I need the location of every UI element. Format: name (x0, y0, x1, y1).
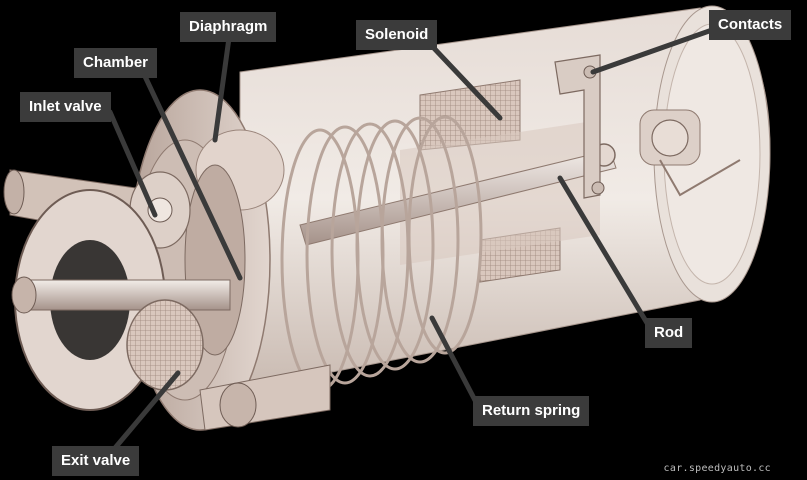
rod-label: Rod (645, 318, 693, 348)
inlet-valve-label: Inlet valve (20, 92, 111, 122)
exit-valve-screen (126, 299, 331, 431)
exit-valve-label: Exit valve (52, 446, 140, 476)
return-spring-label: Return spring (473, 396, 590, 426)
watermark: car.speedyauto.cc (663, 463, 771, 474)
diaphragm-label: Diaphragm (180, 12, 277, 42)
leader-lines (107, 27, 715, 451)
chamber-label: Chamber (74, 48, 158, 78)
contacts-label: Contacts (709, 10, 792, 40)
contacts-bracket (554, 54, 741, 199)
solenoid-label: Solenoid (356, 20, 438, 50)
solenoid-coil (400, 79, 600, 283)
return-spring (280, 115, 483, 392)
